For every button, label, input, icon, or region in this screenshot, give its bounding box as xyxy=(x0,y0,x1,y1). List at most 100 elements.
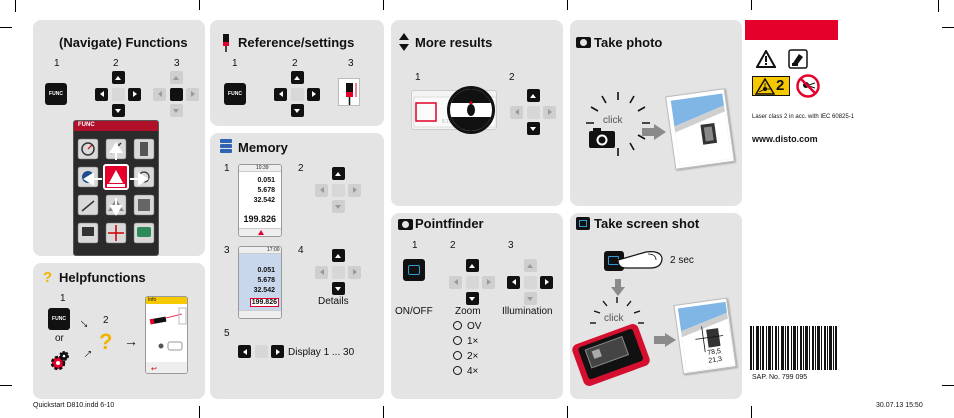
gauge-icon xyxy=(81,142,95,156)
no-stare-icon xyxy=(796,74,820,98)
up-key[interactable] xyxy=(169,71,183,84)
lens-arrow xyxy=(469,101,473,104)
up-key[interactable] xyxy=(523,259,537,272)
up-key[interactable] xyxy=(111,71,125,84)
lens-band xyxy=(450,117,492,131)
pointfinder-panel: Pointfinder 1 2 3 ON/OFF Zoom Illuminati… xyxy=(391,213,563,399)
down-key[interactable] xyxy=(111,104,125,117)
warning-icon xyxy=(756,50,776,68)
left-key[interactable] xyxy=(95,87,108,101)
left-key[interactable] xyxy=(507,275,520,289)
down-key[interactable] xyxy=(526,122,540,135)
memory-panel: Memory 1 2 3 4 5 10:39 0.051 5.678 32.54… xyxy=(210,133,384,399)
center-key[interactable] xyxy=(331,265,345,279)
panel-title: Memory xyxy=(238,140,288,155)
step-number: 2 xyxy=(298,163,304,174)
right-key[interactable] xyxy=(271,345,284,358)
down-key[interactable] xyxy=(169,104,183,117)
pointfinder-key[interactable] xyxy=(403,259,425,281)
camera-icon xyxy=(576,37,591,48)
left-key[interactable] xyxy=(153,87,166,101)
crop-mark xyxy=(383,406,384,418)
nav-pad-select[interactable] xyxy=(153,71,199,117)
illumination-label: Illumination xyxy=(502,306,553,317)
center-key[interactable] xyxy=(254,345,268,358)
left-key[interactable] xyxy=(510,105,523,119)
right-key[interactable] xyxy=(482,275,495,289)
right-key[interactable] xyxy=(348,265,361,279)
func-key[interactable]: FUNC xyxy=(48,308,70,330)
up-key[interactable] xyxy=(465,259,479,272)
center-key[interactable] xyxy=(290,87,304,101)
panel-title: Helpfunctions xyxy=(59,270,146,285)
right-key[interactable] xyxy=(348,183,361,197)
crop-mark xyxy=(938,0,939,12)
up-key[interactable] xyxy=(331,167,345,180)
up-key[interactable] xyxy=(331,249,345,262)
panel-title: Take photo xyxy=(594,35,663,50)
nav-pad[interactable] xyxy=(315,249,361,295)
crop-mark xyxy=(199,0,200,10)
right-key[interactable] xyxy=(307,87,320,101)
center-key[interactable] xyxy=(465,275,479,289)
reference-key[interactable] xyxy=(338,78,360,106)
display-range-label: Display 1 ... 30 xyxy=(288,347,355,358)
func-key[interactable]: FUNC xyxy=(45,83,67,105)
screen-toolbar xyxy=(239,310,281,318)
memory-screen-2: 17:00 0.051 5.678 32.542 199.826 xyxy=(238,246,282,319)
up-down-icon xyxy=(399,33,409,51)
panel-title: Reference/settings xyxy=(238,35,355,50)
crop-mark xyxy=(15,0,16,12)
right-key[interactable] xyxy=(128,87,141,101)
step-number: 1 xyxy=(54,58,60,69)
step-number: 1 xyxy=(232,58,238,69)
down-key[interactable] xyxy=(465,292,479,305)
center-key[interactable] xyxy=(331,183,345,197)
down-key[interactable] xyxy=(331,282,345,295)
right-key[interactable] xyxy=(186,87,199,101)
center-key[interactable] xyxy=(526,105,540,119)
left-right-keys[interactable] xyxy=(238,345,284,358)
screenshot-icon xyxy=(576,217,590,230)
right-key[interactable] xyxy=(543,105,556,119)
nav-pad[interactable] xyxy=(274,71,320,117)
illumination-pad[interactable] xyxy=(507,259,553,305)
nav-pad[interactable] xyxy=(95,71,141,117)
nav-pad[interactable] xyxy=(510,89,556,135)
memory-icon xyxy=(220,139,232,153)
click-label: click xyxy=(603,115,623,126)
step-number: 2 xyxy=(113,58,119,69)
lens-band xyxy=(450,89,492,103)
zoom-pad[interactable] xyxy=(449,259,495,305)
up-key[interactable] xyxy=(526,89,540,102)
help-screen: Info ↩ xyxy=(145,296,188,374)
or-label: or xyxy=(55,333,64,344)
file-info: Quickstart D810.indd 6-10 xyxy=(33,402,115,409)
center-key-select[interactable] xyxy=(169,87,183,101)
help-key-icon: ? xyxy=(99,329,113,354)
crop-mark xyxy=(567,0,568,10)
step-number: 3 xyxy=(174,58,180,69)
panel-title: More results xyxy=(415,35,493,50)
left-key[interactable] xyxy=(315,265,328,279)
down-key[interactable] xyxy=(331,200,345,213)
down-key[interactable] xyxy=(523,292,537,305)
zoom-level: OV xyxy=(453,321,481,332)
left-key[interactable] xyxy=(238,345,251,358)
website-link[interactable]: www.disto.com xyxy=(752,134,818,144)
photo-building xyxy=(670,93,732,167)
left-key[interactable] xyxy=(315,183,328,197)
magnifier-icon xyxy=(453,351,462,360)
left-key[interactable] xyxy=(449,275,462,289)
laser-note: Laser class 2 in acc. with IEC 60825-1 xyxy=(752,114,855,120)
down-key[interactable] xyxy=(290,104,304,117)
left-key[interactable] xyxy=(274,87,287,101)
right-key[interactable] xyxy=(540,275,553,289)
nav-pad[interactable] xyxy=(315,167,361,213)
center-key[interactable] xyxy=(111,87,125,101)
up-key[interactable] xyxy=(290,71,304,84)
center-key[interactable] xyxy=(523,275,537,289)
more-results-panel: More results 1 2 5.73… xyxy=(391,20,563,206)
func-key[interactable]: FUNC xyxy=(224,83,246,105)
step-number: 1 xyxy=(60,293,66,304)
